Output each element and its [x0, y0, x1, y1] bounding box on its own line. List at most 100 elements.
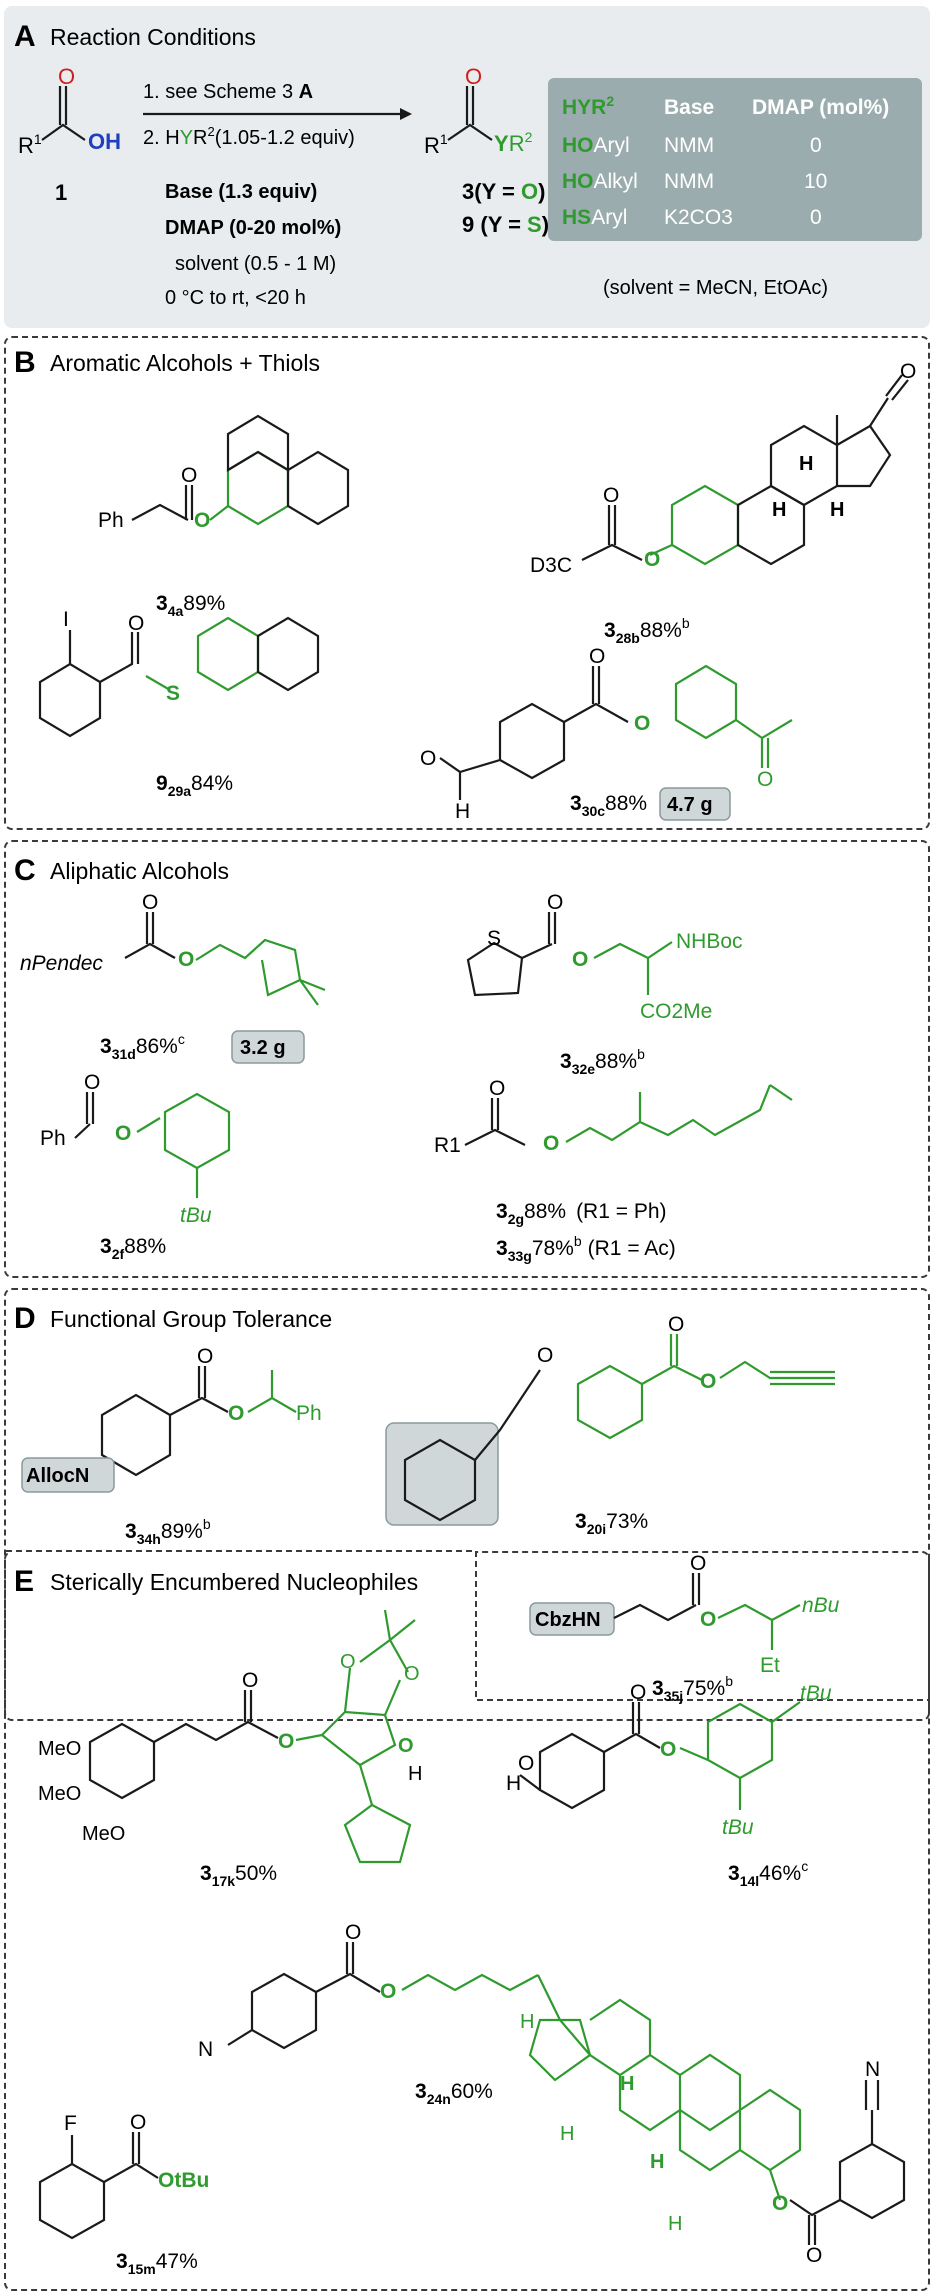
nbu-label: nBu — [802, 1594, 840, 1617]
acetyl-oxygen: O — [603, 484, 619, 507]
nitrile-n: N — [865, 2058, 880, 2081]
aryl-ester-oxygen: O — [634, 712, 650, 735]
product-carbonyl-oxygen: O — [465, 64, 482, 89]
oxygen-label: O — [242, 1669, 258, 1692]
stereo-h: H — [668, 2213, 682, 2235]
oxygen-label: O — [345, 1921, 361, 1944]
ester-oxygen: O — [660, 1738, 676, 1761]
structure-3-2f — [74, 1092, 231, 1198]
compound-label: 330c88% — [570, 792, 647, 819]
svg-text:0: 0 — [810, 206, 822, 229]
reaction-arrow-head — [400, 108, 412, 120]
starting-material-number: 1 — [55, 180, 67, 205]
table-header-dmap: DMAP (mol%) — [752, 96, 889, 119]
cd3-label: D3C — [530, 554, 572, 577]
svg-text:0: 0 — [810, 134, 822, 157]
benzoate-oxygen: O — [589, 645, 605, 668]
panel-a-letter: A — [14, 20, 36, 53]
methoxy-label: MeO — [38, 1738, 81, 1760]
tbu-label: tBu — [800, 1682, 832, 1705]
svg-text:K2CO3: K2CO3 — [664, 206, 733, 229]
compound-label: 314l46%c — [728, 1858, 808, 1889]
compound-label: 34a89% — [156, 592, 225, 619]
panel-a-title: Reaction Conditions — [50, 24, 256, 50]
step-1-text: 1. see Scheme 3 A — [143, 81, 313, 103]
table-row: HOAryl NMM 0 — [562, 134, 822, 157]
svg-text:NMM: NMM — [664, 170, 714, 193]
oxygen-label: O — [142, 891, 158, 914]
phenyl-label: Ph — [296, 1402, 322, 1425]
ketone-oxygen: O — [900, 360, 916, 383]
scale-badge-text: 3.2 g — [240, 1037, 286, 1059]
compound-label: 315m47% — [116, 2250, 198, 2277]
ester-oxygen: O — [278, 1730, 294, 1753]
oxygen-label: O — [197, 1345, 213, 1368]
stereo-h: H — [830, 499, 844, 521]
compound-label: 332e88%b — [560, 1046, 645, 1077]
alloc-protecting-group-badge — [21, 1457, 115, 1493]
panel-b-frame — [4, 336, 930, 830]
stereo-h: H — [408, 1763, 422, 1785]
acetonide-oxygen: O — [404, 1663, 420, 1685]
compound-label: 324n60% — [415, 2080, 493, 2107]
nitrile-n: N — [198, 2038, 213, 2061]
stereo-h: H — [520, 2011, 534, 2033]
iodine-label: I — [63, 608, 69, 631]
stereo-h: H — [772, 499, 786, 521]
thiophene-sulfur: S — [487, 927, 501, 950]
svg-text:NMM: NMM — [664, 134, 714, 157]
oxygen-label: O — [690, 1552, 706, 1575]
structure-3-28b — [581, 374, 909, 566]
oxygen-label: O — [181, 464, 197, 487]
compound-label: 317k50% — [200, 1862, 277, 1889]
structure-3-2g — [464, 1084, 793, 1146]
svg-text:HSAryl: HSAryl — [562, 206, 627, 229]
allocn-label: AllocN — [26, 1465, 89, 1487]
compound-label: 335j75%b — [652, 1673, 733, 1704]
compound-label: 320i73% — [575, 1510, 648, 1537]
ester-oxygen: O — [543, 1132, 559, 1155]
r1-label: R1 — [18, 131, 42, 158]
table-row: HSAryl K2CO3 0 — [562, 206, 822, 229]
structure-3-32e — [466, 912, 673, 997]
structure-3-4a — [131, 414, 350, 526]
oxygen-label: O — [84, 1071, 100, 1094]
oxygen-label: O — [630, 1681, 646, 1704]
otbu-label: OtBu — [158, 2169, 209, 2192]
stereo-h: H — [799, 453, 813, 475]
scale-badge — [231, 1030, 305, 1064]
temperature-condition: 0 °C to rt, <20 h — [165, 287, 306, 309]
dmap-condition: DMAP (0-20 mol%) — [165, 217, 341, 239]
starting-acid-bonds — [41, 86, 86, 141]
structure-3-30c — [439, 664, 793, 800]
ether-oxygen: O — [537, 1344, 553, 1367]
oxygen-label: O — [547, 891, 563, 914]
compound-label: 32f88% — [100, 1235, 166, 1262]
aldehyde-oxygen: H — [506, 1772, 521, 1795]
phenyl-label: Ph — [98, 509, 124, 532]
panel-c-frame — [4, 840, 930, 1278]
panel-d-letter: D — [14, 1302, 36, 1335]
compound-label: 929a84% — [156, 772, 233, 799]
compound-label: 32g88%(R1 = Ph) — [496, 1200, 667, 1227]
hydroxyl-label: OH — [88, 129, 121, 154]
product-3-label: 3(Y = O) — [462, 179, 545, 204]
panel-e-title: Sterically Encumbered Nucleophiles — [50, 1569, 418, 1595]
panel-c-letter: C — [14, 854, 36, 887]
oxygen-label: O — [130, 2111, 146, 2134]
dioxane-badge — [385, 1422, 499, 1526]
ester-oxygen: O — [700, 1608, 716, 1631]
ester-oxygen: O — [380, 1980, 396, 2003]
cbzhn-label: CbzHN — [535, 1609, 601, 1631]
svg-text:HOAlkyl: HOAlkyl — [562, 170, 638, 193]
panel-b-title: Aromatic Alcohols + Thiols — [50, 350, 320, 376]
ester-oxygen: O — [700, 1370, 716, 1393]
solvent-condition: solvent (0.5 - 1 M) — [175, 253, 336, 275]
svg-text:HOAryl: HOAryl — [562, 134, 630, 157]
product-r1: R1 — [424, 131, 448, 158]
phenyl-label: Ph — [40, 1127, 66, 1150]
table-header-hyr2: HYR2 — [562, 93, 614, 119]
ester-oxygen: O — [115, 1122, 131, 1145]
panel-e-letter: E — [14, 1565, 34, 1598]
